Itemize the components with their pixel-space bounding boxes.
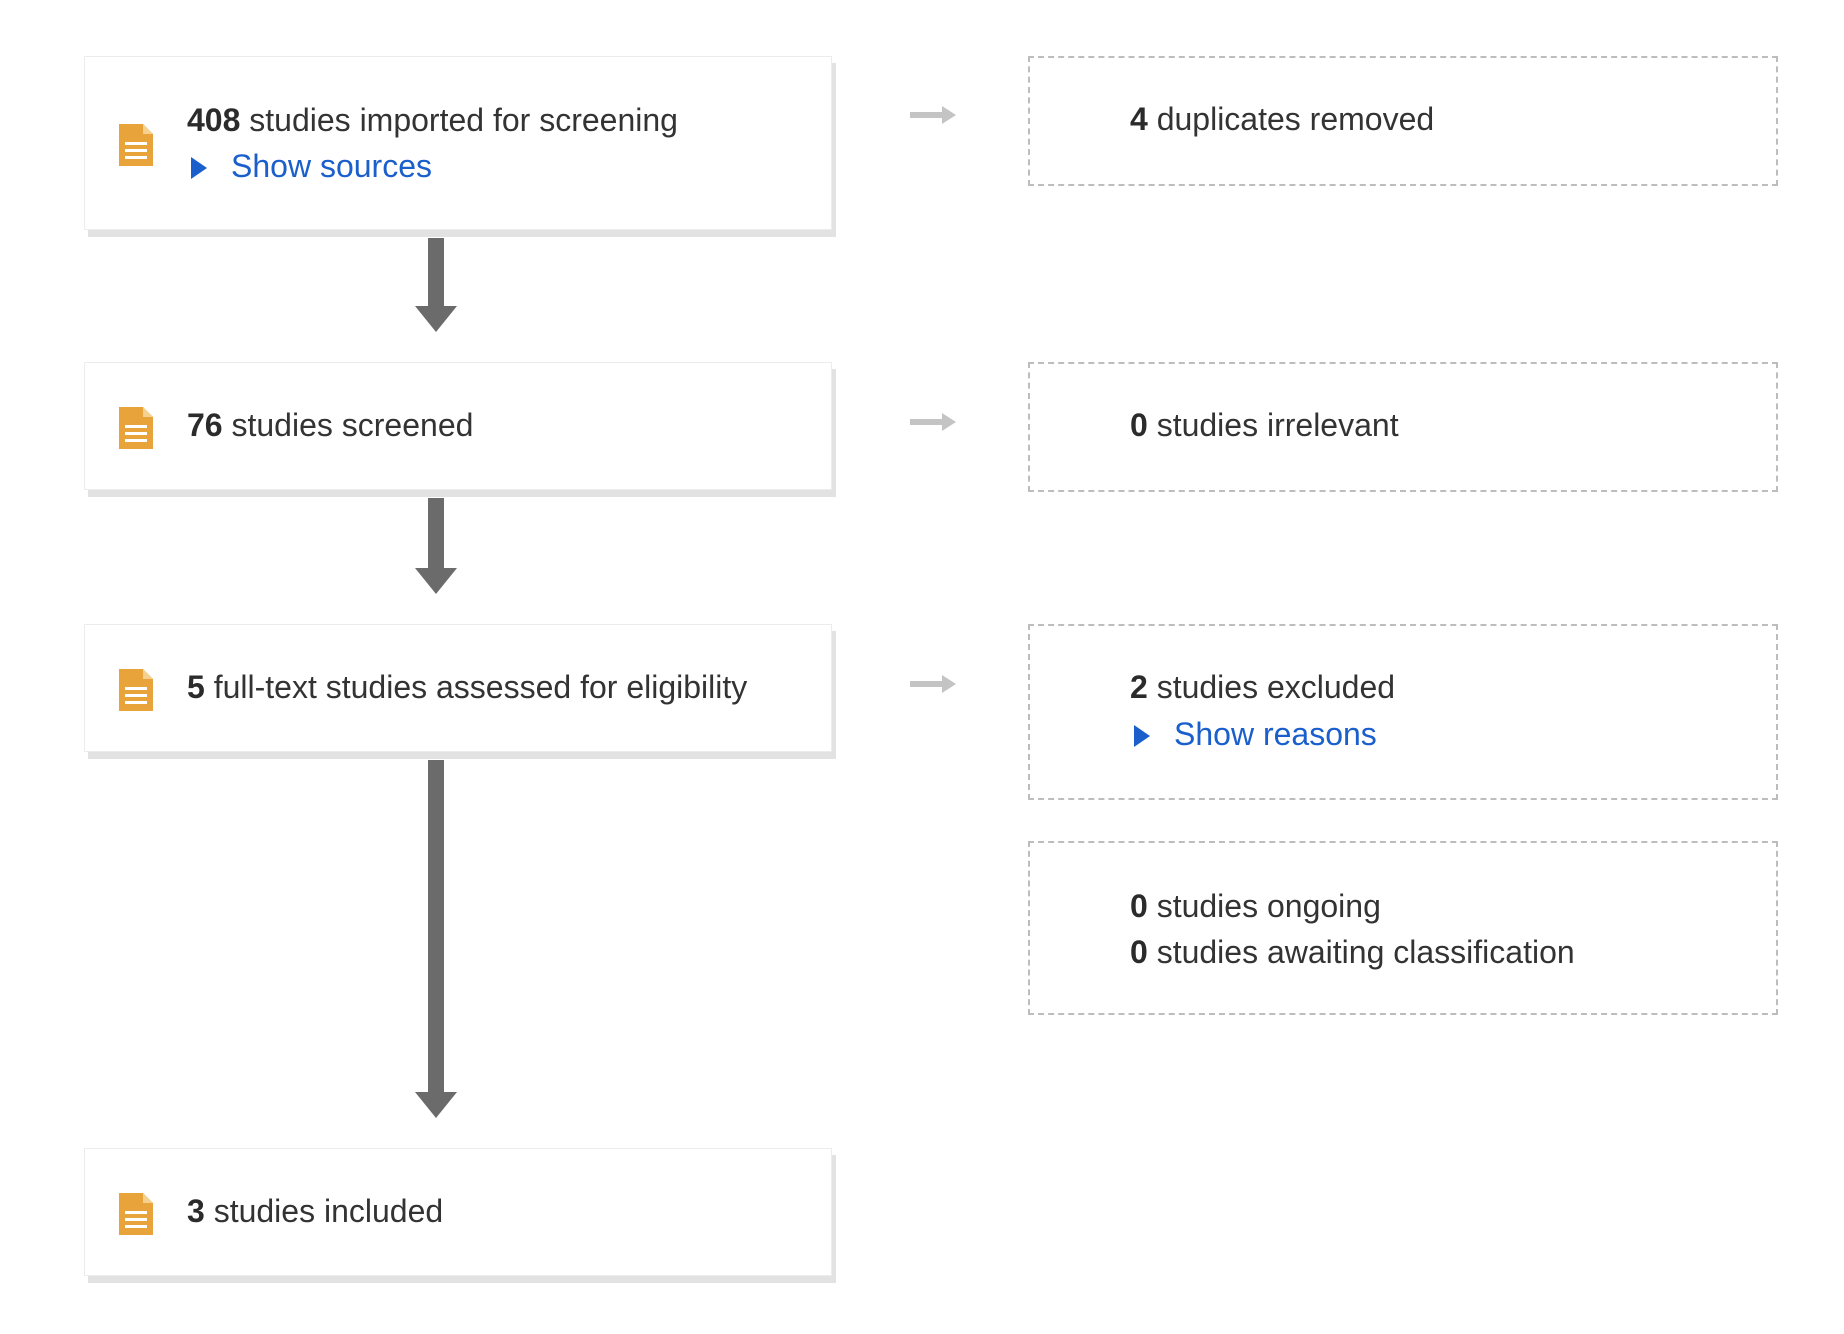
irrelevant-label: 0 studies irrelevant	[1130, 405, 1399, 445]
screened-count: 76	[187, 407, 223, 443]
connector-line	[428, 760, 444, 1098]
irrelevant-text: studies irrelevant	[1147, 407, 1399, 443]
duplicates-label: 4 duplicates removed	[1130, 99, 1434, 139]
ongoing-count: 0	[1130, 888, 1148, 924]
arrow-right-icon	[910, 675, 956, 693]
arrow-down-icon	[415, 306, 457, 332]
show-sources-label: Show sources	[231, 148, 432, 184]
document-icon	[119, 407, 153, 449]
screened-label: 76 studies screened	[187, 405, 473, 445]
show-reasons-toggle[interactable]: Show reasons	[1134, 714, 1377, 754]
arrow-right-icon	[910, 413, 956, 431]
awaiting-count: 0	[1130, 934, 1148, 970]
excluded-text: studies excluded	[1147, 669, 1396, 705]
document-icon	[119, 669, 153, 711]
screened-box: 76 studies screened	[84, 362, 832, 490]
imported-text: studies imported for screening	[240, 102, 678, 138]
caret-right-icon	[1134, 725, 1150, 747]
show-reasons-label: Show reasons	[1174, 716, 1377, 752]
included-text: studies included	[204, 1193, 444, 1229]
included-label: 3 studies included	[187, 1191, 443, 1231]
document-icon	[119, 1193, 153, 1235]
imported-count: 408	[187, 102, 241, 138]
duplicates-text: duplicates removed	[1147, 101, 1435, 137]
excluded-label: 2 studies excluded	[1130, 667, 1395, 707]
assessed-box: 5 full-text studies assessed for eligibi…	[84, 624, 832, 752]
included-count: 3	[187, 1193, 205, 1229]
ongoing-text: studies ongoing	[1147, 888, 1381, 924]
imported-label: 408 studies imported for screening	[187, 100, 678, 140]
caret-right-icon	[191, 157, 207, 179]
arrow-down-icon	[415, 1092, 457, 1118]
excluded-count: 2	[1130, 669, 1148, 705]
connector-line	[428, 498, 444, 574]
connector-line	[428, 238, 444, 312]
duplicates-box: 4 duplicates removed	[1028, 56, 1778, 186]
show-sources-toggle[interactable]: Show sources	[191, 146, 432, 186]
imported-box: 408 studies imported for screening Show …	[84, 56, 832, 230]
assessed-label: 5 full-text studies assessed for eligibi…	[187, 667, 747, 707]
duplicates-count: 4	[1130, 101, 1148, 137]
assessed-text: full-text studies assessed for eligibili…	[204, 669, 748, 705]
ongoing-label: 0 studies ongoing	[1130, 886, 1381, 926]
assessed-count: 5	[187, 669, 205, 705]
awaiting-text: studies awaiting classification	[1147, 934, 1575, 970]
ongoing-box: 0 studies ongoing 0 studies awaiting cla…	[1028, 841, 1778, 1015]
excluded-box: 2 studies excluded Show reasons	[1028, 624, 1778, 800]
irrelevant-box: 0 studies irrelevant	[1028, 362, 1778, 492]
irrelevant-count: 0	[1130, 407, 1148, 443]
document-icon	[119, 124, 153, 166]
screened-text: studies screened	[222, 407, 474, 443]
included-box: 3 studies included	[84, 1148, 832, 1276]
awaiting-label: 0 studies awaiting classification	[1130, 932, 1575, 972]
arrow-right-icon	[910, 106, 956, 124]
arrow-down-icon	[415, 568, 457, 594]
